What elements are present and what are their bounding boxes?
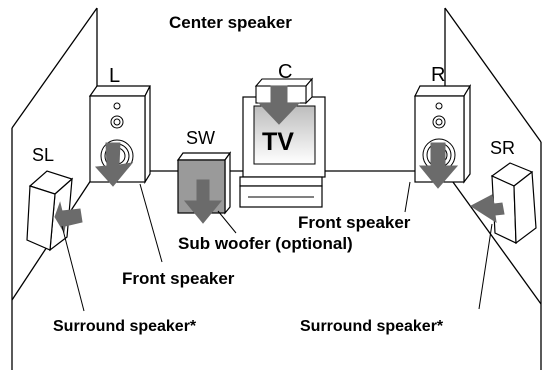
center-speaker-label: Center speaker (169, 13, 292, 32)
front-speaker-left-label: Front speaker (122, 269, 235, 288)
center-code-label: C (278, 61, 292, 83)
surround-speaker-left-label: Surround speaker* (53, 318, 197, 335)
sound-direction-arrows (54, 85, 505, 234)
left-code-label: L (109, 65, 120, 87)
tv-label: TV (262, 128, 294, 156)
front-left-arrow-icon (94, 142, 134, 187)
subwoofer-arrow-icon (183, 179, 223, 224)
center-arrow-icon (257, 85, 301, 125)
front-right-arrow-icon (418, 142, 459, 189)
front-speaker-right-label: Front speaker (298, 213, 411, 232)
tv-set (239, 96, 326, 208)
subwoofer-code-label: SW (186, 128, 215, 148)
surround-left-code-label: SL (32, 145, 54, 165)
surround-speaker-right-label: Surround speaker* (300, 318, 444, 335)
surround-left-speaker (26, 170, 74, 252)
surround-left-arrow-icon (54, 201, 83, 234)
surround-right-code-label: SR (490, 138, 515, 158)
surround-right-arrow-icon (470, 194, 505, 224)
subwoofer-label: Sub woofer (optional) (178, 234, 353, 253)
right-code-label: R (431, 64, 445, 86)
surround-right-speaker (490, 162, 537, 245)
leader-lines (61, 181, 493, 312)
